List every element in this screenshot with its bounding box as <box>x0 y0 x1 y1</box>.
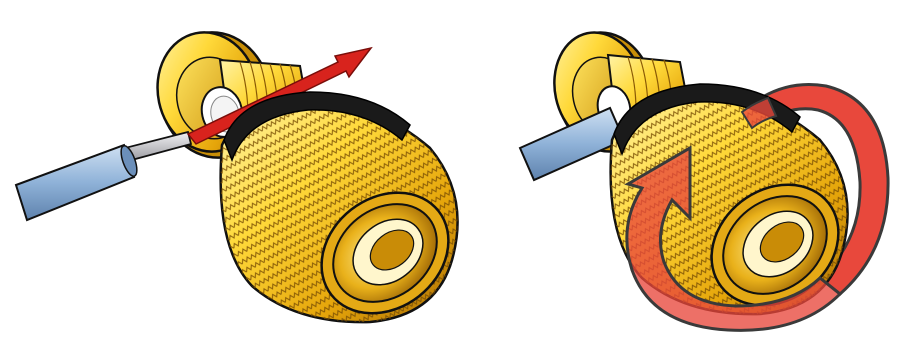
knurled-nut <box>221 92 473 337</box>
wire <box>16 132 191 220</box>
panel-left <box>16 22 472 337</box>
panel-right <box>520 23 888 330</box>
